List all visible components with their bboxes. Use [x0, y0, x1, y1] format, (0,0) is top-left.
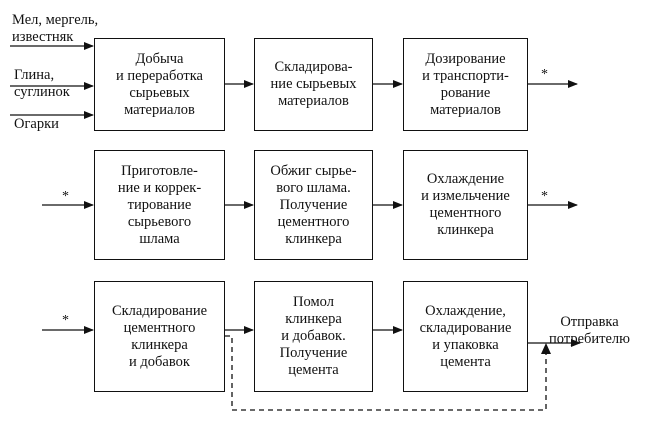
- connector-mark-row3-in: *: [62, 313, 69, 328]
- connector-mark-row1-out: *: [541, 67, 548, 82]
- box-slurry-preparation: Приготовле- ние и коррек- тирование сырь…: [94, 150, 225, 260]
- input-clay-label: Глина, суглинок: [14, 67, 70, 100]
- box-packing: Охлаждение, складирование и упаковка цем…: [403, 281, 528, 392]
- box-extraction: Добыча и переработка сырьевых материалов: [94, 38, 225, 131]
- box-clinker-storage: Складирование цементного клинкера и доба…: [94, 281, 225, 392]
- dashed-bypass-arrowhead: [541, 343, 551, 354]
- input-cinders-label: Огарки: [14, 116, 59, 132]
- input-chalk-label: Мел, мергель, известняк: [12, 12, 99, 45]
- connector-mark-row2-in: *: [62, 189, 69, 204]
- box-milling: Помол клинкера и добавок. Получение цеме…: [254, 281, 373, 392]
- box-dosing: Дозирование и транспорти- рование матери…: [403, 38, 528, 131]
- box-raw-storage: Складирова- ние сырьевых материалов: [254, 38, 373, 131]
- box-cooling-grinding: Охлаждение и измельчение цементного клин…: [403, 150, 528, 260]
- dashed-bypass-line: [225, 335, 547, 411]
- connector-mark-row2-out: *: [541, 189, 548, 204]
- box-firing: Обжиг сырье- вого шлама. Получение цемен…: [254, 150, 373, 260]
- output-label: Отправка потребителю: [549, 314, 630, 347]
